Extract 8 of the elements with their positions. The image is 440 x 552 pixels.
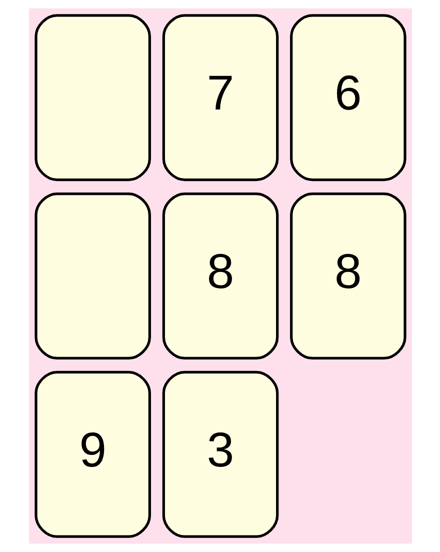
node-box: 8 (290, 192, 406, 360)
node-box: 7 (162, 14, 278, 182)
node-box (34, 14, 150, 182)
node-box: 6 (290, 14, 406, 182)
node-box: 9 (34, 370, 150, 538)
node-box (34, 192, 150, 360)
node-box: 3 (162, 370, 278, 538)
node-box: 8 (162, 192, 278, 360)
